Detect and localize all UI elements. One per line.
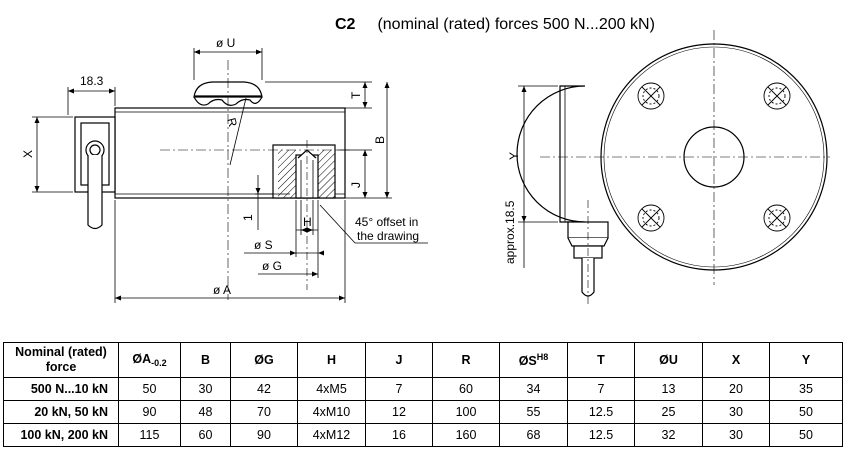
label-dim-y: Y (507, 152, 521, 160)
header-j: J (365, 342, 433, 378)
cell-s: 55 (499, 400, 568, 424)
cell-b: 60 (180, 423, 231, 447)
cell-y: 35 (769, 377, 843, 401)
label-dim-h: H (303, 215, 312, 229)
header-r: R (432, 342, 500, 378)
cell-b: 48 (180, 400, 231, 424)
cell-t: 12.5 (567, 400, 635, 424)
cell-y: 50 (769, 400, 843, 424)
cell-x: 30 (702, 400, 770, 424)
front-view-dimensions (518, 85, 558, 268)
row-force: 500 N...10 kN (3, 377, 119, 401)
cell-t: 12.5 (567, 423, 635, 447)
table-row: 20 kN, 50 kN 90 48 70 4xM10 12 100 55 12… (3, 400, 843, 424)
cell-s: 68 (499, 423, 568, 447)
force-range-subtitle: (nominal (rated) forces 500 N...200 kN) (377, 16, 655, 33)
cell-a: 115 (118, 423, 181, 447)
table-row: 100 kN, 200 kN 115 60 90 4xM12 16 160 68… (3, 423, 843, 447)
cell-r: 160 (432, 423, 500, 447)
label-approx-18-5: approx.18.5 (503, 200, 517, 264)
label-dim-18-3: 18.3 (80, 74, 104, 88)
header-a: ØA-0.2 (118, 342, 181, 378)
header-u: ØU (634, 342, 703, 378)
cell-x: 20 (702, 377, 770, 401)
cell-b: 30 (180, 377, 231, 401)
side-view (74, 60, 350, 300)
header-t: T (567, 342, 635, 378)
label-dim-g: ø G (262, 259, 282, 273)
cell-h: 4xM10 (297, 400, 366, 424)
side-view-labels: ø U 18.3 T R B X J 1 H ø S ø G ø A 45° o… (21, 36, 419, 297)
drawing-title: C2 (nominal (rated) forces 500 N...200 kN… (335, 16, 655, 34)
cell-s: 34 (499, 377, 568, 401)
header-h: H (297, 342, 366, 378)
cell-y: 50 (769, 423, 843, 447)
cell-u: 25 (634, 400, 703, 424)
dimension-arrows (34, 49, 390, 301)
label-dim-u: ø U (216, 36, 235, 50)
front-view-labels: Y approx.18.5 (503, 152, 521, 264)
cell-r: 100 (432, 400, 500, 424)
label-dim-a: ø A (213, 283, 231, 297)
cable (87, 155, 103, 230)
offset-note-line2: the drawing (357, 229, 419, 243)
dimensions-table: Nominal (rated) force ØA-0.2 B ØG H J R … (3, 342, 843, 447)
header-force: Nominal (rated) force (3, 342, 119, 378)
label-dim-s: ø S (254, 238, 273, 252)
front-view (516, 30, 830, 305)
cell-g: 42 (230, 377, 298, 401)
cell-g: 70 (230, 400, 298, 424)
label-dim-x: X (21, 150, 35, 158)
offset-note-line1: 45° offset in (355, 215, 418, 229)
side-view-dimensions (32, 48, 428, 303)
table-header-row: Nominal (rated) force ØA-0.2 B ØG H J R … (3, 342, 843, 378)
label-dim-r: R (224, 116, 240, 128)
cell-j: 16 (365, 423, 433, 447)
model-name: C2 (335, 16, 356, 33)
cell-h: 4xM12 (297, 423, 366, 447)
technical-drawing: ø U 18.3 T R B X J 1 H ø S ø G ø A 45° o… (21, 30, 830, 305)
cell-u: 13 (634, 377, 703, 401)
label-dim-b: B (373, 136, 387, 144)
label-dim-j: J (349, 182, 363, 188)
header-y: Y (769, 342, 843, 378)
label-dim-1: 1 (241, 214, 255, 221)
table-row: 500 N...10 kN 50 30 42 4xM5 7 60 34 7 13… (3, 377, 843, 401)
cell-r: 60 (432, 377, 500, 401)
mounting-holes (637, 82, 791, 232)
cell-a: 90 (118, 400, 181, 424)
header-g: ØG (230, 342, 298, 378)
header-b: B (180, 342, 231, 378)
cell-j: 7 (365, 377, 433, 401)
row-force: 100 kN, 200 kN (3, 423, 119, 447)
cell-u: 32 (634, 423, 703, 447)
cell-t: 7 (567, 377, 635, 401)
label-dim-t: T (349, 91, 363, 99)
cell-g: 90 (230, 423, 298, 447)
cell-x: 30 (702, 423, 770, 447)
cell-j: 12 (365, 400, 433, 424)
load-button (193, 81, 263, 98)
cell-a: 50 (118, 377, 181, 401)
header-s: ØSH8 (499, 342, 568, 378)
cell-h: 4xM5 (297, 377, 366, 401)
header-x: X (702, 342, 770, 378)
front-housing (516, 85, 586, 223)
row-force: 20 kN, 50 kN (3, 400, 119, 424)
